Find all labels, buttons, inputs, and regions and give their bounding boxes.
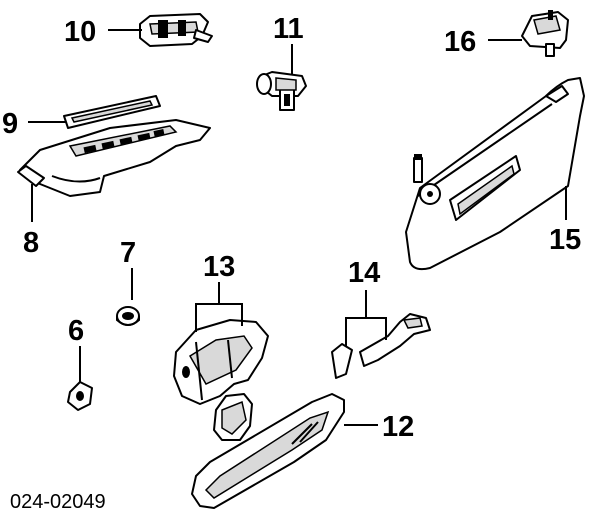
callout-14: 14: [348, 257, 380, 289]
part-9-strip: [63, 95, 161, 129]
callout-6: 6: [68, 315, 84, 347]
part-16-clip: [521, 10, 569, 57]
callout-8: 8: [23, 227, 39, 259]
part-7-ring: [116, 306, 140, 326]
part-14-brackets: [331, 313, 431, 379]
part-15-sun-visor: [405, 77, 585, 271]
part-6-clip: [67, 381, 93, 411]
reference-code: 024-02049: [10, 491, 106, 513]
leader-14: [345, 290, 387, 346]
callout-13: 13: [203, 251, 235, 283]
leader-13: [195, 282, 243, 332]
callout-16: 16: [444, 26, 476, 58]
callout-10: 10: [64, 16, 96, 48]
callout-9: 9: [2, 108, 18, 140]
callout-11: 11: [273, 13, 304, 45]
callout-7: 7: [120, 237, 136, 269]
part-11-bolt: [256, 71, 307, 111]
part-10-clip: [139, 13, 213, 47]
part-12-mirror: [191, 393, 345, 509]
part-13-mount-cover: [173, 319, 269, 405]
part-8-console: [17, 119, 211, 197]
callout-15: 15: [549, 224, 581, 256]
callout-12: 12: [382, 411, 414, 443]
